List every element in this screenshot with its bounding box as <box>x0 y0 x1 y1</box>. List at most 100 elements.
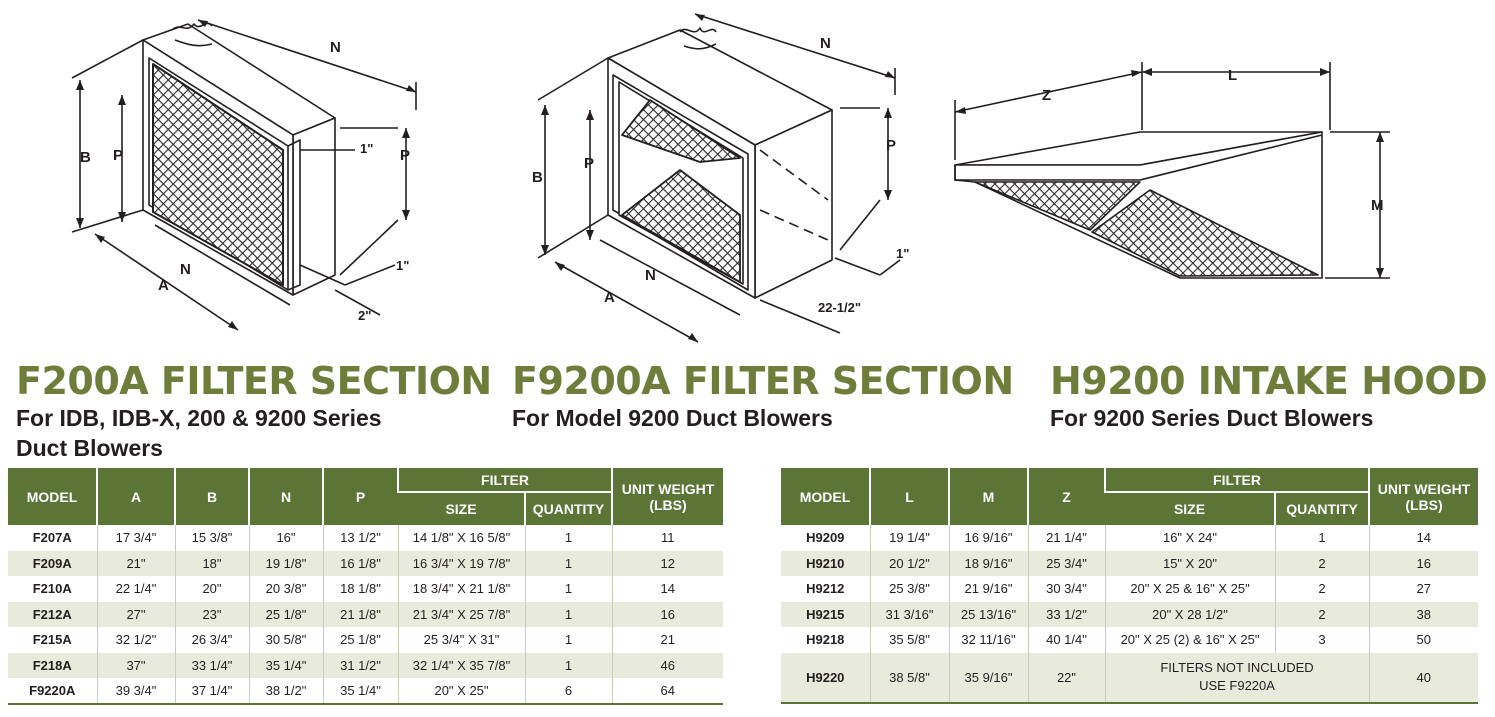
col-unit-weight: UNIT WEIGHT (LBS) <box>611 468 723 525</box>
f200a-subtitle: For IDB, IDB-X, 200 & 9200 Series Duct B… <box>16 403 382 463</box>
cell-b: 20" <box>174 576 249 602</box>
cell-filter-quantity: 6 <box>524 678 612 705</box>
h9200-subtitle-line-1: For 9200 Series Duct Blowers <box>1050 405 1374 431</box>
filter-note-line-1: FILTERS NOT INCLUDED <box>1160 660 1314 675</box>
cell-b: 23" <box>174 601 249 627</box>
intake-hood-table: MODEL L M Z FILTER UNIT WEIGHT (LBS) SIZ… <box>781 468 1478 704</box>
h9200-title: H9200 INTAKE HOOD <box>1050 359 1488 403</box>
dim-one-inch-bottom: 1" <box>396 258 409 273</box>
cell-n: 35 1/4" <box>248 652 323 678</box>
cell-weight: 14 <box>611 576 723 602</box>
cell-m: 16 9/16" <box>948 525 1028 551</box>
cell-p: 16 1/8" <box>322 550 398 576</box>
cell-model: H9209 <box>806 530 845 546</box>
cell-m: 21 9/16" <box>948 576 1028 602</box>
unit-weight-line-2: (LBS) <box>1405 496 1443 513</box>
col-z: Z <box>1027 468 1105 525</box>
cell-b: 15 3/8" <box>174 525 249 551</box>
cell-model: H9215 <box>781 601 870 627</box>
dim-two-inch: 2" <box>358 308 371 323</box>
cell-l: 31 3/16" <box>869 601 949 627</box>
cell-filter-size: 14 1/8" X 16 5/8" <box>397 525 525 551</box>
dim-m: M <box>1371 197 1384 214</box>
dim-n-top: N <box>330 39 341 56</box>
f9200a-isometric-svg: N B P P N A 1" 22-1/2" <box>532 13 909 343</box>
cell-z: 33 1/2" <box>1027 601 1105 627</box>
cell-weight: 40 <box>1368 652 1478 704</box>
cell-filter-quantity: 2 <box>1274 601 1369 627</box>
col-n: N <box>248 468 323 525</box>
cell-b: 37 1/4" <box>174 678 249 705</box>
cell-z: 22" <box>1027 652 1105 704</box>
cell-l: 35 5/8" <box>869 627 949 653</box>
cell-model: F218A <box>8 652 97 678</box>
filter-section-table: MODEL A B N P FILTER UNIT WEIGHT (LBS) S… <box>8 468 723 705</box>
cell-filter-size: 16" X 24" <box>1104 525 1275 551</box>
cell-p: 31 1/2" <box>322 652 398 678</box>
cell-model: F209A <box>8 550 97 576</box>
cell-a: 22 1/4" <box>96 576 175 602</box>
cell-model: H9220 <box>781 652 870 704</box>
cell-n: 16" <box>248 525 323 551</box>
cell-weight: 27 <box>1368 576 1478 602</box>
dim-n-top: N <box>820 35 831 52</box>
cell-n: 25 1/8" <box>248 601 323 627</box>
h9200-subtitle: For 9200 Series Duct Blowers <box>1050 403 1373 433</box>
filter-note-line-2: USE F9220A <box>1199 678 1275 693</box>
cell-p: 21 1/8" <box>322 601 398 627</box>
cell-model: F212A <box>8 601 97 627</box>
cell-model: F9220A <box>8 678 97 705</box>
dim-a: A <box>158 277 169 294</box>
cell-m: 25 13/16" <box>948 601 1028 627</box>
dim-one-inch: 1" <box>896 246 909 261</box>
unit-weight-line-1: UNIT WEIGHT <box>1377 480 1471 497</box>
cell-z: 25 3/4" <box>1027 550 1105 576</box>
dim-p-left: P <box>584 155 594 172</box>
f200a-title: F200A FILTER SECTION <box>16 359 492 403</box>
cell-a: 21" <box>96 550 175 576</box>
cell-filter-quantity: 1 <box>524 627 612 653</box>
cell-z: 30 3/4" <box>1027 576 1105 602</box>
col-filter-quantity: QUANTITY <box>1274 491 1369 525</box>
dim-p-right: P <box>400 147 410 164</box>
f200a-drawing: N B P P N A 1" 1" 2" <box>60 0 460 345</box>
cell-weight: 50 <box>1368 627 1478 653</box>
cell-filter-size: 21 3/4" X 25 7/8" <box>397 601 525 627</box>
cell-filter-quantity: 1 <box>1274 525 1369 551</box>
dim-n-bottom: N <box>645 267 656 284</box>
cell-filter-quantity: 3 <box>1274 627 1369 653</box>
table-row: H9220 38 5/8" 35 9/16" 22" FILTERS NOT I… <box>781 652 1478 704</box>
cell-l: 19 1/4" <box>869 525 949 551</box>
dim-b: B <box>532 169 543 186</box>
cell-weight: 38 <box>1368 601 1478 627</box>
cell-p: 35 1/4" <box>322 678 398 705</box>
cell-b: 26 3/4" <box>174 627 249 653</box>
col-filter-size: SIZE <box>398 491 525 525</box>
dim-one-inch-top: 1" <box>360 141 373 156</box>
cell-filter-size: 25 3/4" X 31" <box>397 627 525 653</box>
cell-n: 38 1/2" <box>248 678 323 705</box>
dim-n-bottom: N <box>180 261 191 278</box>
cell-filter-quantity: 1 <box>524 601 612 627</box>
cell-weight: 64 <box>611 678 723 705</box>
cell-p: 13 1/2" <box>322 525 398 551</box>
cell-filter-size: 18 3/4" X 21 1/8" <box>397 576 525 602</box>
col-m: M <box>948 468 1028 525</box>
unit-weight-line-1: UNIT WEIGHT <box>621 480 715 497</box>
dim-l: L <box>1228 67 1237 84</box>
cell-weight: 14 <box>1368 525 1478 551</box>
cell-filter-size: 20" X 25" <box>397 678 525 705</box>
cell-filter-size: 20" X 25 (2) & 16" X 25" <box>1104 627 1275 653</box>
cell-a: 37" <box>96 652 175 678</box>
cell-weight: 12 <box>611 550 723 576</box>
unit-weight-line-2: (LBS) <box>649 496 687 513</box>
